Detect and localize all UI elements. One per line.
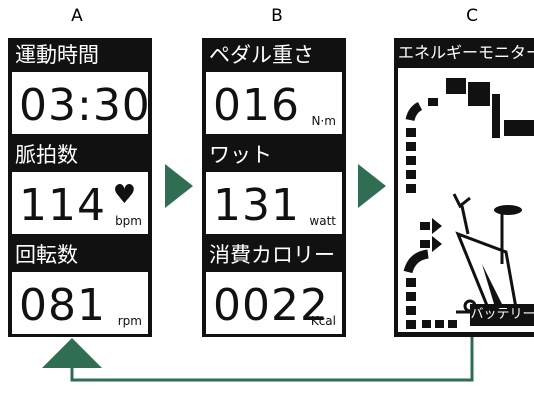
pulse-label: 脈拍数 <box>12 142 151 168</box>
watt-unit: watt <box>309 214 336 228</box>
watt-label: ワット <box>206 142 345 168</box>
pedal-load-label: ペダル重さ <box>206 42 345 68</box>
arrow-a-to-b <box>165 164 193 208</box>
calorie-label: 消費カロリー <box>206 242 345 268</box>
calorie-box: 0022 Kcal <box>206 272 342 334</box>
column-letter-b: B <box>271 6 283 26</box>
battery-label: バッテリー <box>470 304 534 326</box>
rpm-box: 081 rpm <box>12 272 148 334</box>
exercise-bike-icon <box>452 193 530 314</box>
energy-monitor-title: エネルギーモニター <box>398 43 534 62</box>
watt-value: 131 <box>213 180 300 231</box>
energy-monitor-screen: バッテリー <box>398 68 534 332</box>
pedal-load-unit: N·m <box>311 114 336 128</box>
calorie-unit: Kcal <box>310 314 336 328</box>
arrow-b-to-c <box>358 164 386 208</box>
rpm-value: 081 <box>19 280 106 331</box>
panel-c: エネルギーモニター <box>394 38 534 337</box>
column-letter-c: C <box>466 6 478 26</box>
watt-box: 131 watt <box>206 172 342 234</box>
energy-flow-graphic <box>403 78 534 329</box>
column-letter-a: A <box>71 6 83 26</box>
pedal-load-box: 016 N·m <box>206 72 342 134</box>
panel-b: ペダル重さ 016 N·m ワット 131 watt 消費カロリー 0022 K… <box>202 38 346 337</box>
exercise-time-label: 運動時間 <box>12 42 151 68</box>
rpm-label: 回転数 <box>12 242 151 268</box>
rpm-unit: rpm <box>117 314 142 328</box>
heart-icon: ♥ <box>112 180 136 210</box>
panel-a: 運動時間 03:30 脈拍数 114 ♥ bpm 回転数 081 rpm <box>8 38 152 337</box>
pedal-load-value: 016 <box>213 80 300 131</box>
pulse-box: 114 ♥ bpm <box>12 172 148 234</box>
pulse-unit: bpm <box>115 214 142 228</box>
calorie-value: 0022 <box>213 280 329 331</box>
pulse-value: 114 <box>19 180 106 231</box>
exercise-time-box: 03:30 <box>12 72 151 134</box>
exercise-time-value: 03:30 <box>19 80 151 131</box>
